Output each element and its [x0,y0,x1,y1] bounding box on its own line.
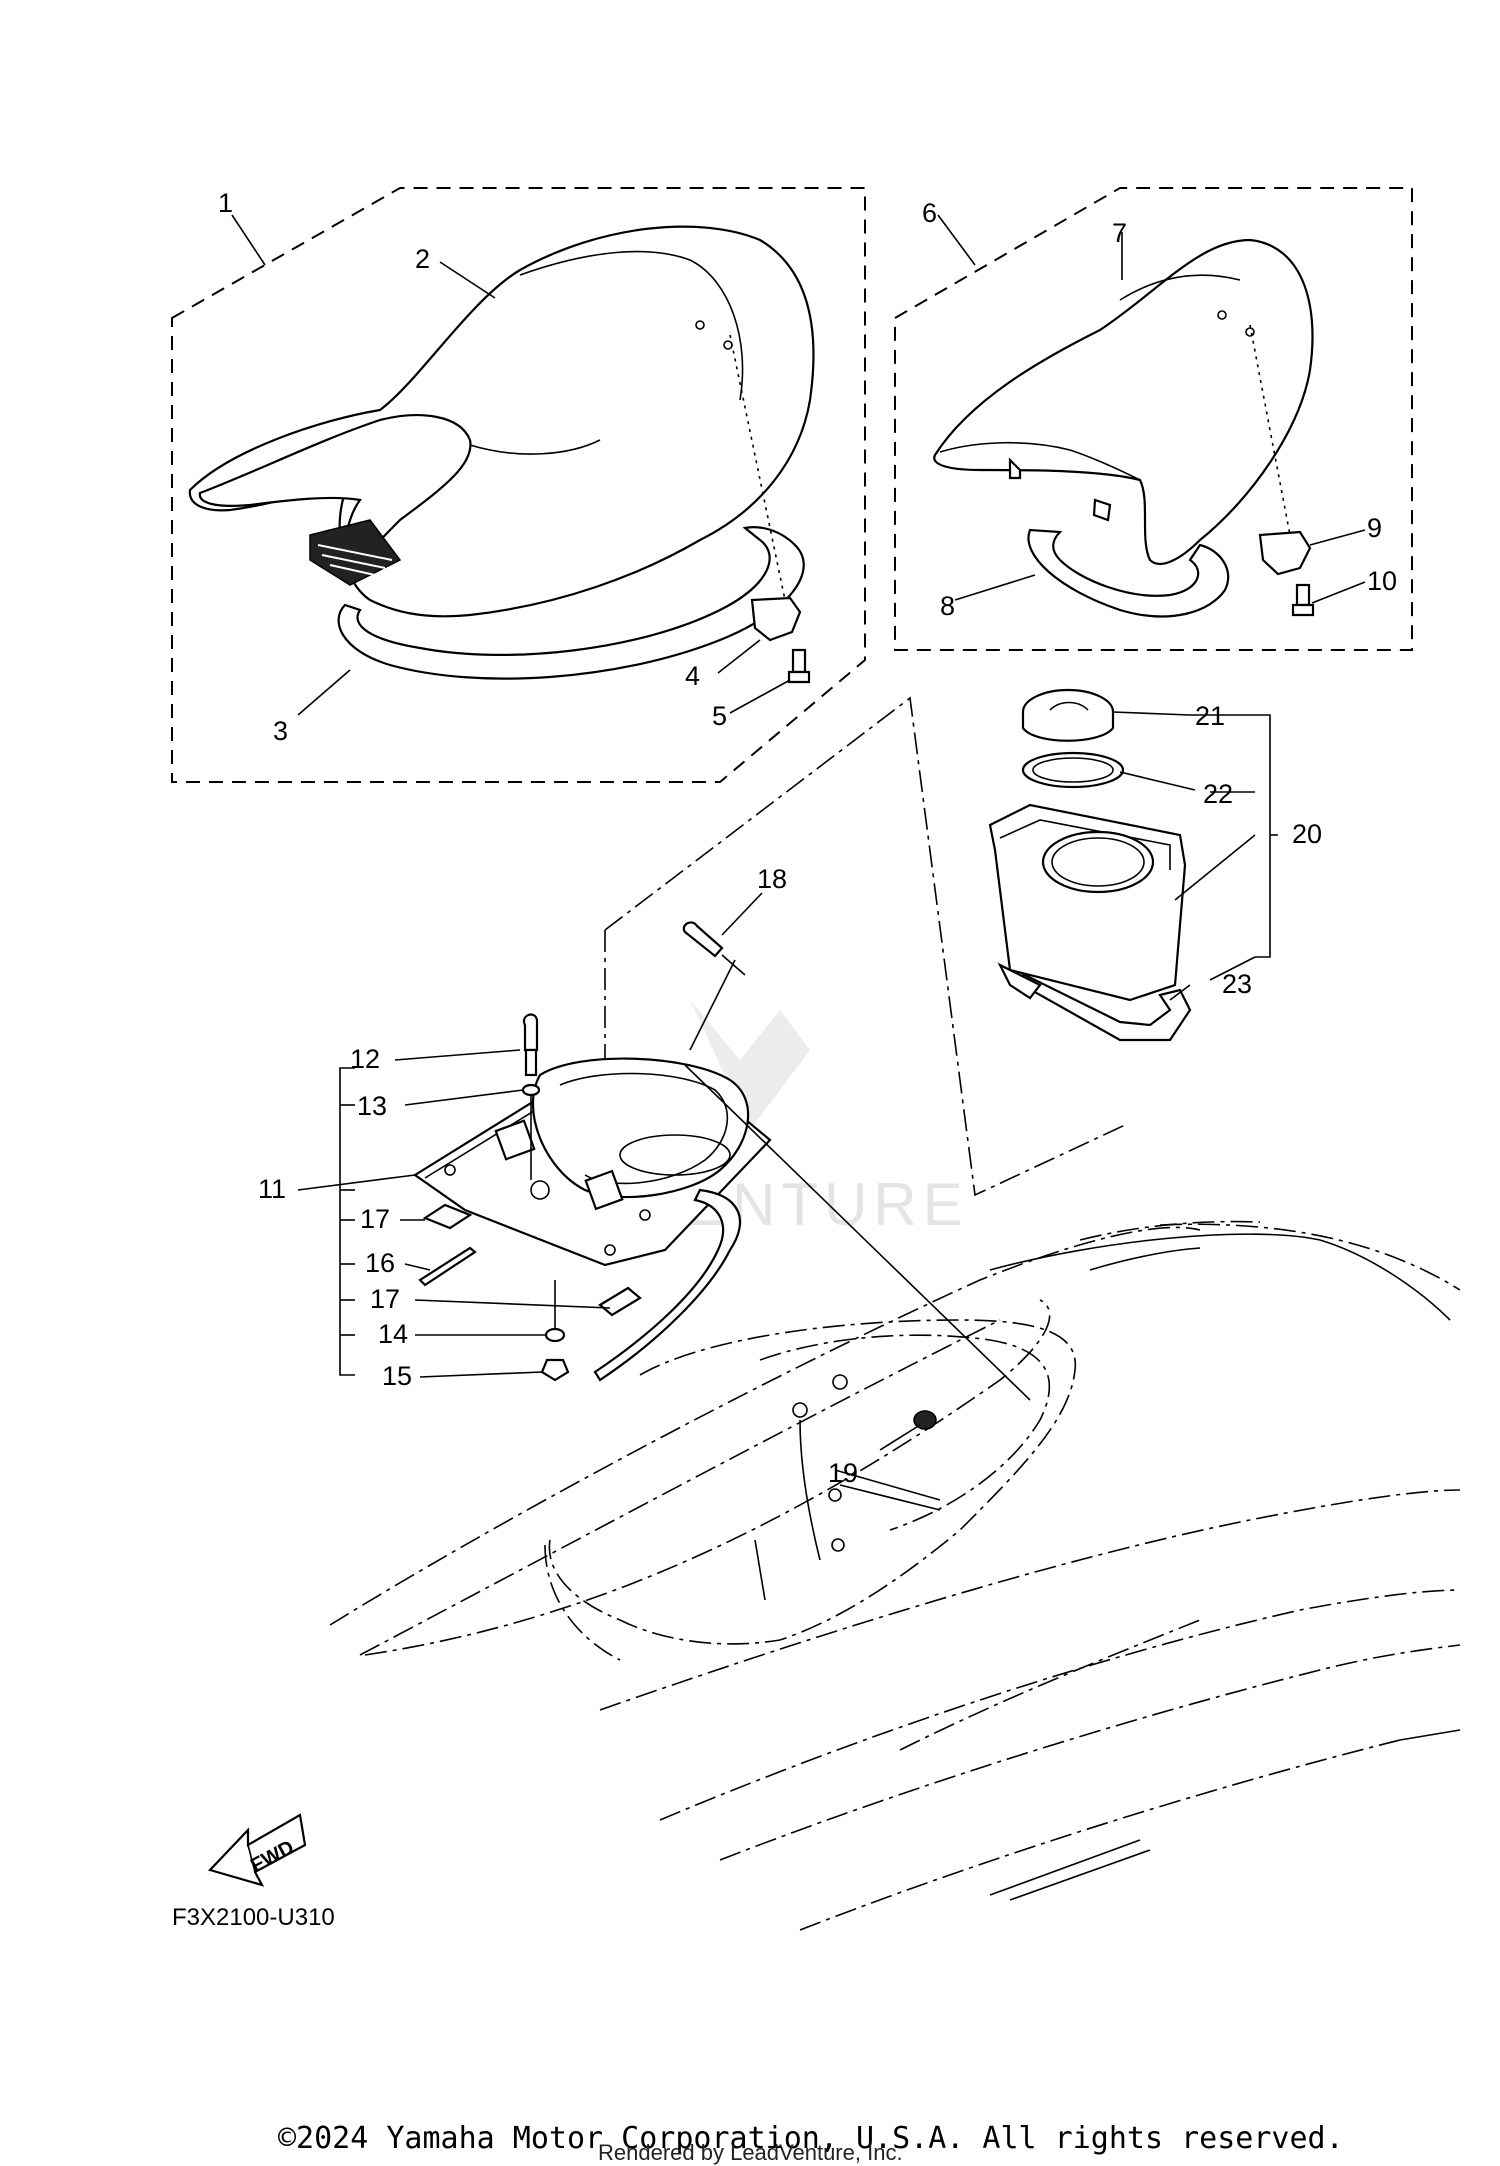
callout-15: 15 [382,1361,412,1391]
callout-18: 18 [757,864,787,894]
callout-4: 4 [685,661,700,691]
callout-16: 16 [365,1248,395,1278]
callout-10: 10 [1367,566,1397,596]
callout-20: 20 [1292,819,1322,849]
callout-22: 22 [1203,779,1233,809]
copyright-text: ©2024 Yamaha Motor Corporation, U.S.A. A… [278,2121,1344,2156]
callout-17-upper: 17 [360,1204,390,1234]
callout-11: 11 [258,1174,286,1204]
callout-13: 13 [357,1091,387,1121]
callout-6: 6 [922,198,937,228]
callout-2: 2 [415,244,430,274]
callout-5: 5 [712,701,727,731]
leader-lines [231,214,1366,1378]
seat-assembly-rear [894,187,1413,651]
callout-17-lower: 17 [370,1284,400,1314]
callout-3: 3 [273,716,288,746]
callout-23: 23 [1222,969,1252,999]
seat-assembly-front [171,187,866,783]
callout-7: 7 [1112,218,1127,248]
callout-19: 19 [828,1458,858,1488]
rendered-by-text: Rendered by LeadVenture, Inc. [598,2140,903,2165]
fwd-arrow: FWD [207,1813,307,1887]
callout-labels: 1 2 3 4 5 6 7 8 9 10 11 12 13 14 15 16 1… [218,188,1397,1488]
hatch-frame-assembly [339,696,1126,1401]
callout-21: 21 [1195,701,1225,731]
callout-14: 14 [378,1319,408,1349]
callout-8: 8 [940,591,955,621]
callout-1: 1 [218,188,233,218]
diagram-code: F3X2100-U310 [172,1904,335,1931]
callout-12: 12 [350,1044,380,1074]
callout-9: 9 [1367,513,1382,543]
watercraft-deck [329,1220,1461,1931]
storage-bin-assembly [988,688,1278,1042]
